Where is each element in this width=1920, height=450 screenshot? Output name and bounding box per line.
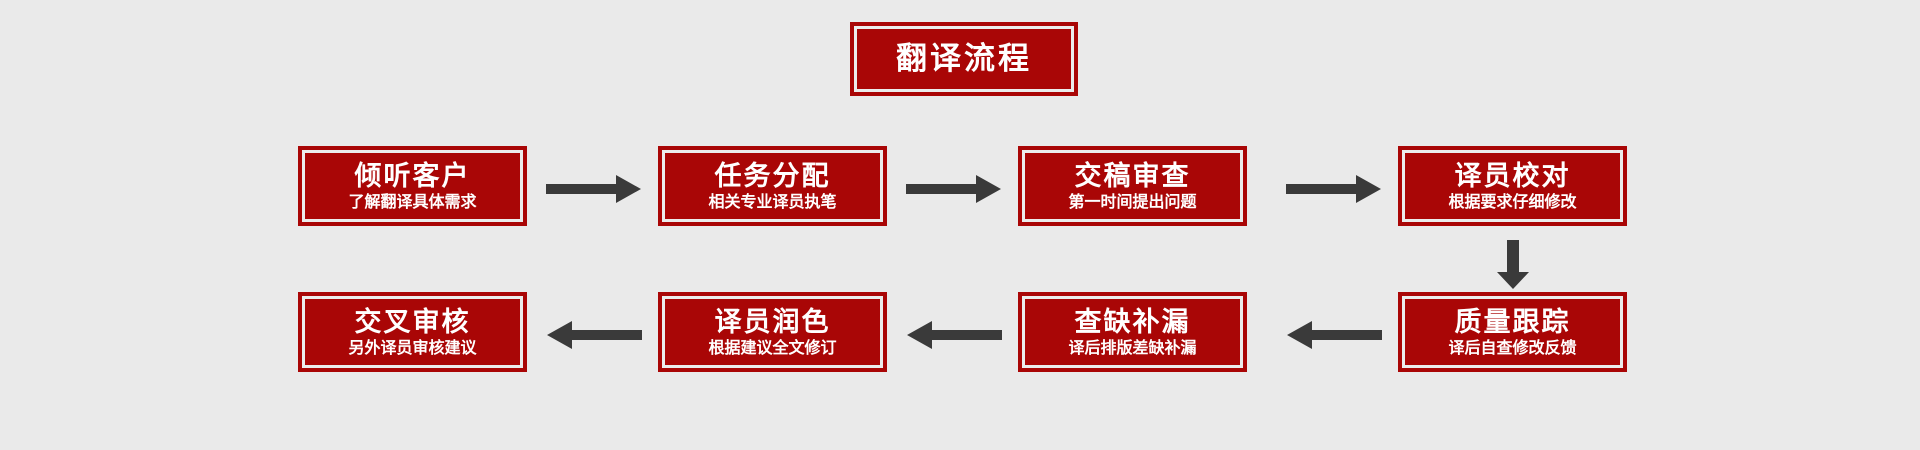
arrow-left-icon-7-to-8 bbox=[546, 318, 642, 352]
arrow-right-icon-2-to-3 bbox=[906, 172, 1002, 206]
flow-step-2: 任务分配 相关专业译员执笔 bbox=[658, 146, 887, 226]
flow-step-5-title: 质量跟踪 bbox=[1454, 306, 1571, 338]
flow-step-6-subtitle: 译后排版差缺补漏 bbox=[1068, 338, 1197, 358]
flow-step-3-subtitle: 第一时间提出问题 bbox=[1068, 192, 1197, 212]
flow-step-4-subtitle: 根据要求仔细修改 bbox=[1448, 192, 1577, 212]
flow-step-8: 交叉审核 另外译员审核建议 bbox=[298, 292, 527, 372]
flow-step-1-title: 倾听客户 bbox=[354, 160, 471, 192]
flow-step-2-subtitle: 相关专业译员执笔 bbox=[708, 192, 837, 212]
arrow-left-icon-5-to-6 bbox=[1286, 318, 1382, 352]
arrow-right-icon-3-to-4 bbox=[1286, 172, 1382, 206]
flow-step-3-title: 交稿审查 bbox=[1074, 160, 1191, 192]
flow-step-7: 译员润色 根据建议全文修订 bbox=[658, 292, 887, 372]
flow-step-8-subtitle: 另外译员审核建议 bbox=[348, 338, 477, 358]
flow-step-4: 译员校对 根据要求仔细修改 bbox=[1398, 146, 1627, 226]
flow-step-6: 查缺补漏 译后排版差缺补漏 bbox=[1018, 292, 1247, 372]
flow-step-7-subtitle: 根据建议全文修订 bbox=[708, 338, 837, 358]
diagram-title-box: 翻译流程 bbox=[850, 22, 1078, 96]
flow-step-4-title: 译员校对 bbox=[1454, 160, 1571, 192]
flow-step-1-subtitle: 了解翻译具体需求 bbox=[348, 192, 477, 212]
arrow-left-icon-6-to-7 bbox=[906, 318, 1002, 352]
diagram-title-text: 翻译流程 bbox=[896, 40, 1032, 77]
flow-step-6-title: 查缺补漏 bbox=[1074, 306, 1191, 338]
arrow-right-icon-1-to-2 bbox=[546, 172, 642, 206]
flow-step-5: 质量跟踪 译后自查修改反馈 bbox=[1398, 292, 1627, 372]
flow-step-7-title: 译员润色 bbox=[714, 306, 831, 338]
arrow-down-icon-4-to-5 bbox=[1494, 240, 1532, 290]
flow-step-2-title: 任务分配 bbox=[714, 160, 831, 192]
flow-step-3: 交稿审查 第一时间提出问题 bbox=[1018, 146, 1247, 226]
flow-step-5-subtitle: 译后自查修改反馈 bbox=[1448, 338, 1577, 358]
flow-step-8-title: 交叉审核 bbox=[354, 306, 471, 338]
flow-step-1: 倾听客户 了解翻译具体需求 bbox=[298, 146, 527, 226]
